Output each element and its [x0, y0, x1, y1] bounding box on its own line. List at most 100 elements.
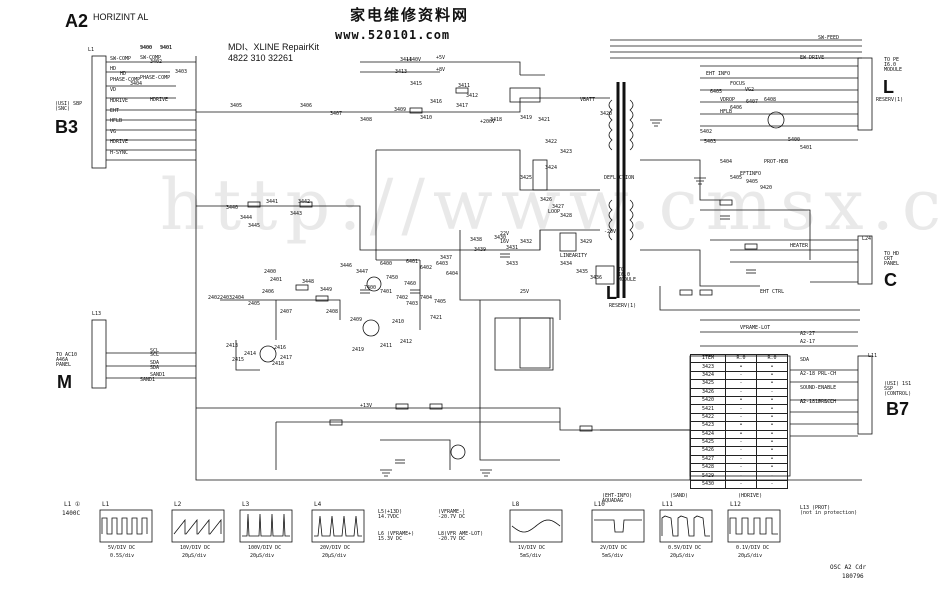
component-label: 7404 [420, 295, 433, 301]
waveform-scale: 2V/DIV DC [600, 545, 628, 551]
pin-label: A2-18 PRL-CH [800, 371, 837, 377]
waveform-id: L1 [102, 501, 110, 508]
component-label: 3422 [545, 139, 558, 145]
waveform-id: L11 [662, 501, 673, 508]
table-cell: - [725, 370, 757, 381]
component-label: 3447 [356, 269, 369, 275]
table-row: 5422-• [690, 412, 788, 423]
component-label: 2415 [232, 357, 245, 363]
component-label: 3415 [410, 81, 423, 87]
table-cell: 5423 [690, 421, 726, 431]
table-cell: • [725, 421, 757, 431]
connector-l-block [857, 57, 873, 131]
table-cell: 5420 [690, 395, 726, 406]
component-label: 3445 [248, 223, 261, 229]
table-cell: • [756, 421, 788, 431]
net-label: +13V [360, 403, 373, 409]
table-cell: 3423 [690, 362, 726, 372]
table-cell: - [725, 404, 757, 414]
component-label: 3420 [600, 111, 613, 117]
table-cell: 5424 [690, 429, 726, 439]
table-cell: • [756, 446, 788, 456]
table-cell: • [756, 463, 788, 473]
net-label: HD [120, 71, 127, 77]
table-cell: 5428 [690, 463, 726, 473]
connector-l-right: L [883, 77, 894, 97]
waveform-frame [239, 509, 293, 543]
net-label: +200V [480, 119, 496, 125]
waveform-scale: 100V/DIV DC [248, 545, 282, 551]
component-label: 3402 [150, 59, 163, 65]
table-cell: - [756, 479, 788, 490]
table-cell: - [725, 379, 757, 389]
sheet-name: HORIZINT AL [93, 12, 149, 22]
kit-part-number: 4822 310 32261 [228, 53, 294, 63]
waveform-id: L8 [512, 501, 520, 508]
component-label: 3405 [230, 103, 243, 109]
pin-label: H-SYNC [110, 149, 129, 156]
component-label: 2406 [262, 289, 275, 295]
net-label: 25V [520, 289, 530, 295]
component-label: 6407 [746, 99, 759, 105]
net-label: DEFLECTION [604, 175, 635, 181]
waveform-time: 20µS/div [322, 553, 347, 559]
waveform-scale: 0.1V/DIV DC [736, 545, 770, 551]
connector-b3-desc: (USI) SBP (SNC) [55, 101, 83, 112]
component-label: 9420 [760, 185, 773, 191]
component-label: 2404 [232, 295, 245, 301]
component-label: 3431 [506, 245, 519, 251]
waveform-trace [661, 515, 710, 537]
component-label: 6405 [710, 89, 723, 95]
waveform-trace [101, 517, 148, 535]
connector-m-block [91, 319, 107, 389]
waveform-name: (EHT-INFO) AQUADAG [602, 493, 633, 504]
table-row: 5428-• [690, 463, 788, 473]
waveform-frame [659, 509, 713, 543]
waveform-trace [511, 519, 561, 533]
waveform-name: (HDRIVE) [738, 493, 763, 499]
pin-label: VD [110, 87, 117, 94]
component-label: 3427 [552, 204, 565, 210]
waveform-name: (SAND) [670, 493, 689, 499]
waveform-trace [242, 513, 290, 537]
table-cell: - [725, 412, 757, 423]
watermark: http://www.cmsx.com [160, 164, 950, 246]
net-label: SDA [150, 365, 160, 371]
component-label: 9400 [140, 45, 153, 51]
connector-l-right-code: RESERV(1) [876, 97, 904, 103]
waveform-time: 20µS/div [250, 553, 275, 559]
table-cell: - [725, 437, 757, 448]
component-label: 2417 [280, 355, 293, 361]
site-url: www.520101.com [335, 28, 451, 42]
component-label: 3429 [580, 239, 593, 245]
site-title: 家电维修资料网 [350, 6, 470, 24]
pin-label: HDRIVE [110, 97, 129, 104]
component-label: 6402 [420, 265, 433, 271]
connector-b7-desc: (USI) 1S1 SSP (CONTROL) [884, 381, 912, 397]
waveform-id: L3 [242, 501, 250, 508]
table-row: 3423•• [690, 362, 788, 372]
connector-l-right-desc: TO PE I6.0 MODULE [884, 57, 903, 73]
waveform-note: L13 (PROT) (not in protection) [800, 505, 858, 516]
component-label: 6403 [436, 261, 449, 267]
pin-label: HFLB [110, 118, 123, 125]
net-label: EHT CTRL [760, 289, 785, 295]
waveform-time: 5mS/div [520, 553, 542, 559]
pin-label: SW-COMP [110, 56, 132, 62]
component-label: 3432 [520, 239, 533, 245]
component-label: 3409 [394, 107, 407, 113]
component-label: 5403 [704, 139, 717, 145]
table-cell: • [756, 454, 788, 465]
component-label: 7402 [396, 295, 409, 301]
component-label: 2407 [280, 309, 293, 315]
table-cell: 5429 [690, 471, 726, 481]
component-label: 3433 [506, 261, 519, 267]
table-cell: - [725, 479, 757, 490]
pin-label: HDRIVE [110, 139, 129, 146]
table-header: R.0 [756, 353, 788, 364]
table-cell: 5430 [690, 479, 726, 490]
waveform-trace [314, 515, 362, 537]
waveform-id: L12 [730, 501, 741, 508]
table-cell: • [756, 412, 788, 423]
component-label: 3440 [226, 205, 239, 211]
